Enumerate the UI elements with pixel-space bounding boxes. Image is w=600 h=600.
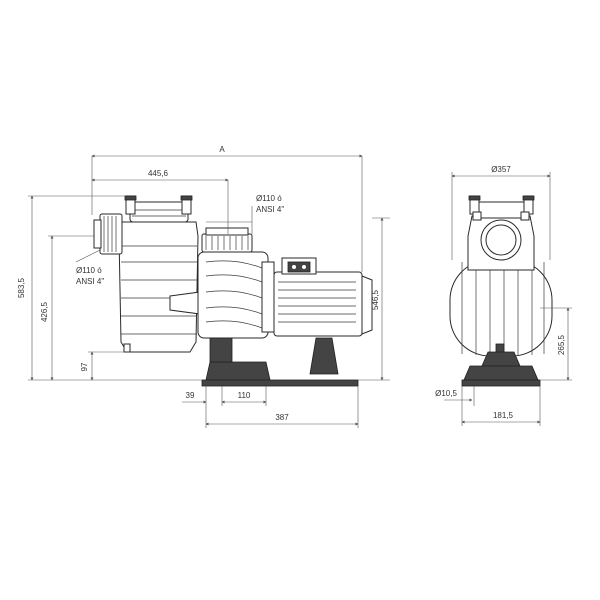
pump-volute (197, 251, 275, 339)
dim-foot-width: 181,5 (493, 411, 514, 420)
dim-prefilter-offset: 445,6 (148, 169, 169, 178)
dim-end-height: 265,5 (557, 334, 566, 355)
dim-foot-spacing: 110 (238, 391, 251, 400)
end-view: Ø357 265,5 Ø10,5 181,5 (435, 165, 572, 426)
end-body (449, 259, 553, 357)
end-base (461, 343, 541, 387)
prefilter-housing (118, 195, 199, 353)
dim-inlet-height: 426,5 (40, 301, 49, 322)
pump-base (201, 337, 359, 387)
end-dimensions: Ø357 265,5 Ø10,5 181,5 (435, 165, 572, 426)
dim-inlet-standard: ANSI 4" (76, 277, 104, 286)
end-prefilter (467, 195, 535, 271)
inlet-union (93, 213, 123, 255)
dim-base-length: 387 (275, 413, 289, 422)
dim-overall-length: A (219, 145, 225, 154)
dim-end-width: Ø357 (491, 165, 511, 174)
dim-base-height: 97 (80, 362, 89, 371)
side-dimensions: A 445,6 Ø110 ó ANSI 4" Ø110 ó ANSI 4" 58… (17, 145, 390, 428)
dim-foot-offset: 39 (186, 391, 195, 400)
outlet-union (201, 227, 253, 253)
connection-pipe (169, 291, 201, 315)
motor (273, 257, 373, 337)
dim-total-height: 583,5 (17, 277, 26, 298)
dim-bolt-hole: Ø10,5 (435, 389, 457, 398)
dim-outlet-height: 546,5 (371, 289, 380, 310)
dim-outlet-diameter: Ø110 ó (256, 194, 282, 203)
side-view: A 445,6 Ø110 ó ANSI 4" Ø110 ó ANSI 4" 58… (17, 145, 390, 428)
dim-outlet-standard: ANSI 4" (256, 205, 284, 214)
dim-inlet-diameter: Ø110 ó (76, 266, 102, 275)
